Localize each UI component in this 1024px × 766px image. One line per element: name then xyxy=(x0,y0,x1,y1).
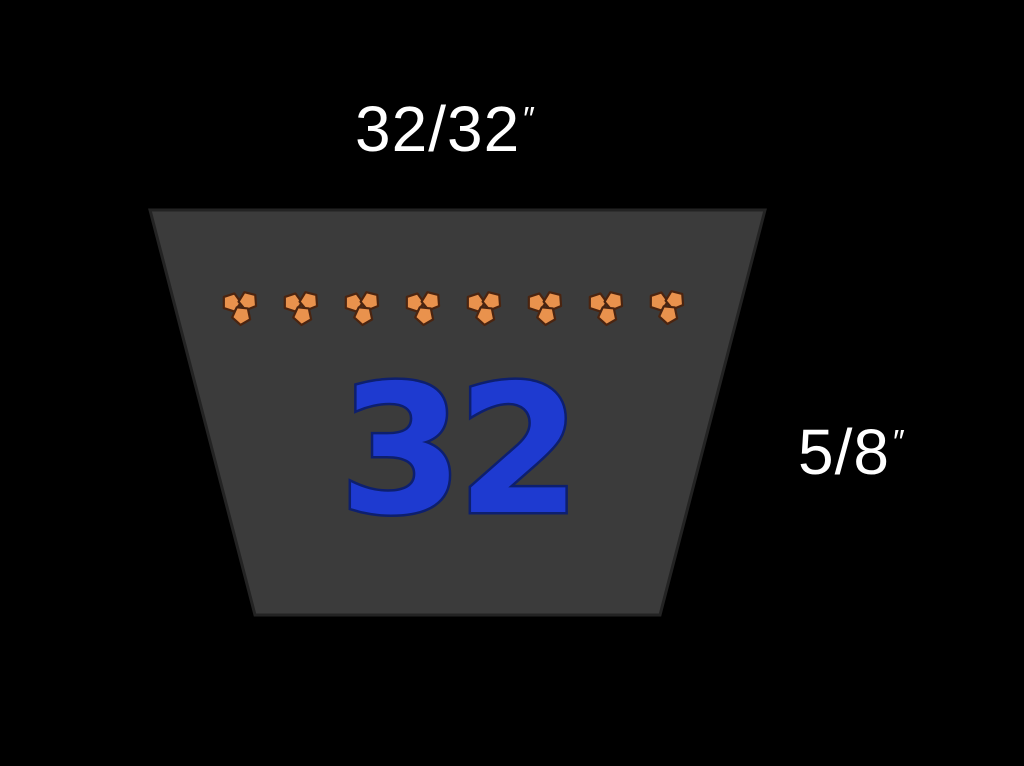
belt-number: 32 xyxy=(339,347,575,554)
top-width-value: 32/32 xyxy=(355,93,521,165)
side-height-double-prime: ″ xyxy=(892,424,905,462)
side-height-value: 5/8 xyxy=(798,416,890,488)
top-width-label: 32/32″ xyxy=(355,92,535,166)
top-width-double-prime: ″ xyxy=(523,101,535,139)
side-height-label: 5/8″ xyxy=(798,415,905,489)
